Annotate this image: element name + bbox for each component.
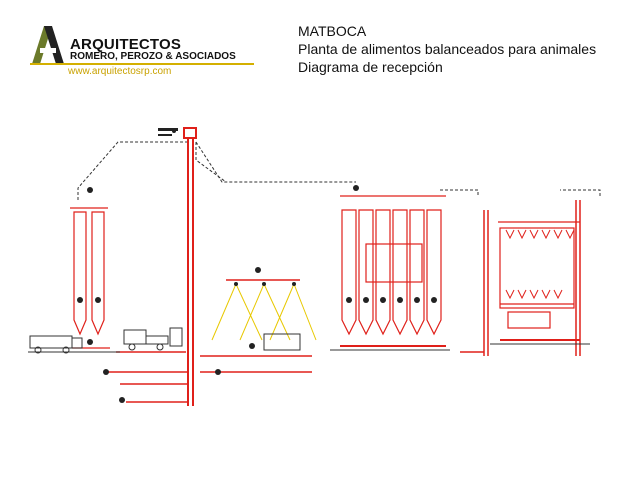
yellow-hopper-cones	[211, 279, 317, 351]
logo-website: www.arquitectosrp.com	[68, 66, 172, 77]
silo-bank-center	[340, 195, 446, 347]
elevator-head-label	[158, 128, 178, 136]
drawing-title: Diagrama de recepción	[298, 59, 443, 75]
drawing-subtitle: Planta de alimentos balanceados para ani…	[298, 41, 597, 57]
hopper-markers	[234, 267, 296, 286]
silo-markers-left	[77, 187, 101, 345]
bucket-elevator	[183, 127, 197, 406]
silo-center-markers	[346, 185, 437, 303]
silo-bank-right	[498, 221, 580, 341]
logo-underline	[30, 63, 254, 65]
logo-company-subname: ROMERO, PEROZO & ASOCIADOS	[70, 51, 236, 62]
bench-markers	[103, 343, 255, 403]
project-name: MATBOCA	[298, 23, 367, 39]
receiving-truck	[123, 327, 183, 351]
title-block: MATBOCA Planta de alimentos balanceados …	[298, 22, 596, 76]
logo-company-name: ARQUITECTOS	[70, 36, 182, 53]
right-hopper-ticks	[505, 229, 575, 300]
conveyor-bench	[104, 351, 312, 403]
company-logo: ARQUITECTOS ROMERO, PEROZO & ASOCIADOS w…	[30, 22, 280, 78]
logo-a-mark	[32, 26, 64, 64]
truck-left	[29, 335, 83, 354]
ground-lines	[28, 343, 590, 353]
dashed-route-lines	[77, 141, 601, 200]
twin-silos-left	[70, 207, 110, 349]
right-elevator	[460, 200, 581, 356]
